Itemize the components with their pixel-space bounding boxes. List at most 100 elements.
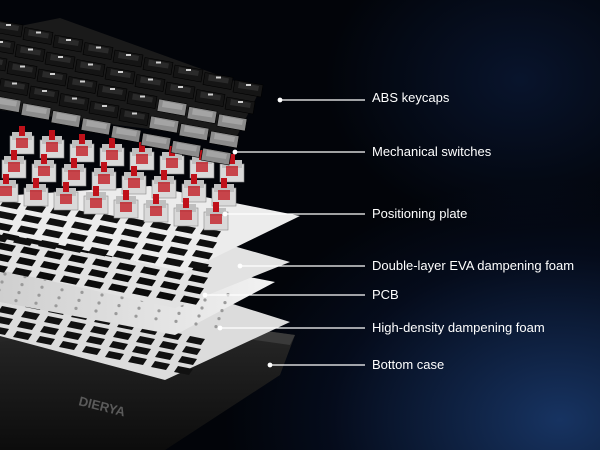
switch — [39, 130, 65, 159]
grid-hole — [171, 235, 192, 245]
grid-hole — [17, 225, 38, 235]
grid-hole — [13, 236, 34, 246]
switch — [121, 166, 147, 195]
switch — [173, 198, 199, 227]
leader-dot — [202, 292, 208, 298]
pcb-component — [137, 306, 141, 310]
grid-hole — [42, 229, 63, 239]
grid-hole — [40, 326, 59, 335]
keycap — [178, 123, 210, 141]
pcb-component — [197, 314, 201, 318]
grid-hole — [0, 222, 13, 232]
grid-hole — [182, 346, 201, 355]
grid-hole — [71, 221, 92, 231]
keycap — [232, 79, 264, 98]
switch — [99, 138, 125, 167]
keycap — [104, 66, 136, 85]
grid-hole — [0, 234, 9, 243]
keycap — [186, 106, 218, 124]
keycap — [170, 140, 202, 158]
pcb-component — [117, 304, 121, 308]
pcb-component — [34, 301, 38, 305]
grid-hole — [188, 261, 209, 271]
pcb-component — [57, 296, 61, 300]
keycap — [200, 147, 232, 166]
keycap — [28, 85, 60, 104]
grid-hole — [16, 257, 36, 267]
pcb-component — [203, 298, 207, 302]
pcb-component — [120, 296, 124, 300]
switch — [91, 162, 117, 191]
label-abs-keycaps: ABS keycaps — [372, 90, 450, 105]
grid-hole — [186, 336, 205, 345]
grid-hole — [90, 326, 109, 335]
grid-hole — [67, 232, 88, 242]
leader-dot — [237, 263, 243, 269]
grid-hole — [109, 341, 128, 350]
keycap — [74, 59, 106, 77]
keycap — [0, 20, 24, 38]
grid-hole — [113, 250, 134, 260]
grid-hole — [68, 254, 88, 264]
keycap — [80, 117, 112, 136]
keycap — [36, 68, 68, 87]
label-eva-foam: Double-layer EVA dampening foam — [372, 258, 575, 273]
pcb-component — [3, 272, 7, 276]
switch — [203, 202, 229, 231]
grid-hole — [38, 240, 59, 250]
pcb-component — [54, 304, 58, 308]
grid-hole — [17, 321, 36, 330]
pcb-component — [20, 283, 24, 287]
grid-hole — [184, 285, 204, 295]
grid-hole — [44, 250, 64, 260]
pcb-component — [40, 285, 44, 289]
grid-hole — [188, 274, 208, 284]
grid-hole — [142, 243, 163, 253]
keycap — [202, 72, 234, 90]
keycap — [14, 44, 46, 62]
grid-hole — [0, 316, 13, 325]
grid-hole — [136, 336, 155, 345]
pcb-component — [217, 317, 221, 321]
grid-hole — [196, 239, 217, 249]
switch — [211, 178, 237, 207]
grid-hole — [44, 316, 63, 325]
grid-hole — [128, 356, 147, 365]
switch — [1, 150, 27, 179]
grid-hole — [125, 217, 146, 227]
keycap — [156, 98, 188, 117]
grid-hole — [36, 271, 56, 281]
keycap — [142, 57, 174, 75]
keycap — [88, 100, 120, 119]
grid-hole — [163, 257, 184, 267]
grid-hole — [0, 242, 16, 252]
grid-hole — [0, 200, 21, 210]
grid-hole — [167, 246, 188, 256]
keycap — [50, 110, 82, 128]
grid-hole — [92, 236, 113, 246]
leader-dot — [267, 362, 273, 368]
keycap — [52, 34, 84, 53]
pcb-component — [200, 306, 204, 310]
keycap — [96, 83, 128, 102]
grid-hole — [84, 279, 104, 289]
label-bottom-case: Bottom case — [372, 357, 445, 372]
pcb-component — [0, 288, 1, 292]
grid-hole — [0, 211, 17, 221]
leader-dot — [222, 211, 228, 217]
pcb-component — [100, 293, 104, 297]
grid-hole — [60, 275, 80, 285]
keycap — [6, 61, 38, 79]
grid-hole — [88, 269, 108, 279]
leader-lines — [202, 97, 365, 368]
keycap — [140, 132, 172, 151]
keycap — [58, 93, 90, 111]
pcb-component — [154, 317, 158, 321]
grid-hole — [20, 246, 40, 256]
pcb-component — [114, 312, 118, 316]
grid-hole — [174, 366, 193, 375]
grid-hole — [136, 277, 156, 287]
keycap — [208, 130, 240, 149]
leader-dot — [232, 149, 238, 155]
